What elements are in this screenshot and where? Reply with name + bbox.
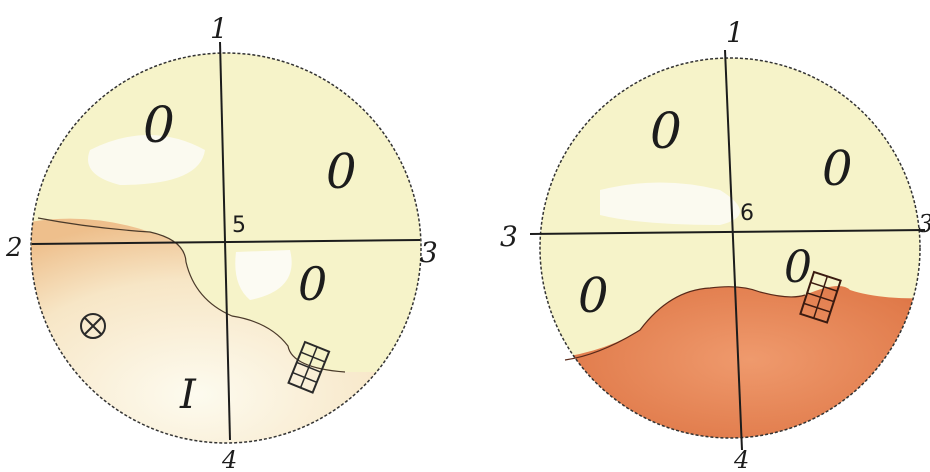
left-center-label: 5 xyxy=(232,213,246,238)
left-axis-label-right: 3 xyxy=(420,236,438,269)
left-oval-3: 0 xyxy=(298,257,327,311)
left-circle-diagram: 1 2 3 4 5 0 0 0 I xyxy=(5,12,460,472)
right-oval-2: 0 xyxy=(822,141,853,197)
left-axis-label-left: 2 xyxy=(5,233,23,263)
right-oval-4: 0 xyxy=(784,242,812,293)
right-axis-label-top: 1 xyxy=(726,16,744,49)
left-oval-1: 0 xyxy=(143,96,175,154)
right-oval-1: 0 xyxy=(650,102,682,160)
left-oval-2: 0 xyxy=(326,144,357,200)
right-oval-3: 0 xyxy=(578,268,609,324)
left-roman-label: I xyxy=(179,372,197,418)
right-center-label: 6 xyxy=(740,201,754,226)
right-axis-label-right: 3 xyxy=(918,210,930,238)
left-axis-label-top: 1 xyxy=(210,12,228,45)
right-axis-label-left: 3 xyxy=(500,220,518,253)
right-circle-diagram: 1 3 3 4 6 0 0 0 0 xyxy=(500,16,930,472)
left-axis-label-bottom: 4 xyxy=(221,446,237,472)
right-axis-label-bottom: 4 xyxy=(733,446,749,472)
